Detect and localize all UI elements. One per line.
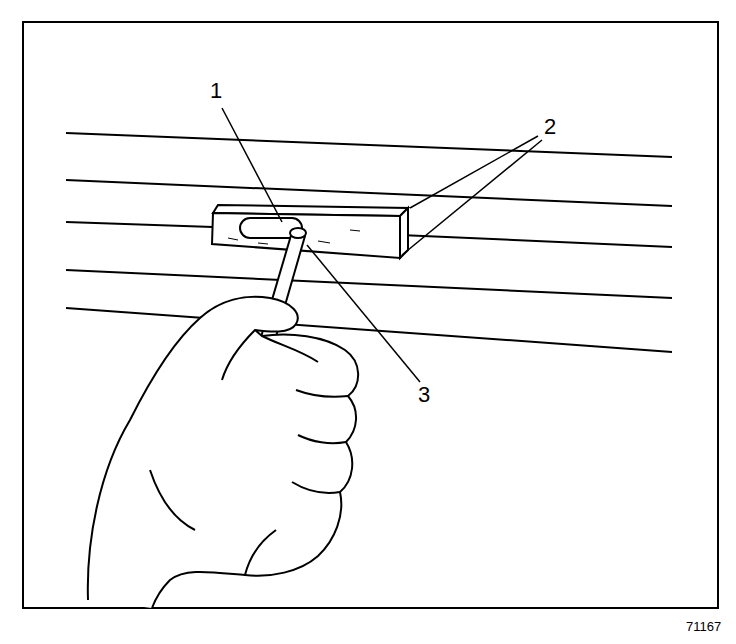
callout-number: 2 bbox=[544, 116, 556, 138]
callout-number: 1 bbox=[210, 80, 222, 102]
hand-with-tool bbox=[88, 228, 358, 608]
callout-number: 3 bbox=[418, 384, 430, 406]
figure-number: 71167 bbox=[686, 620, 721, 633]
terminal-tab bbox=[212, 205, 408, 258]
frame bbox=[23, 22, 718, 608]
